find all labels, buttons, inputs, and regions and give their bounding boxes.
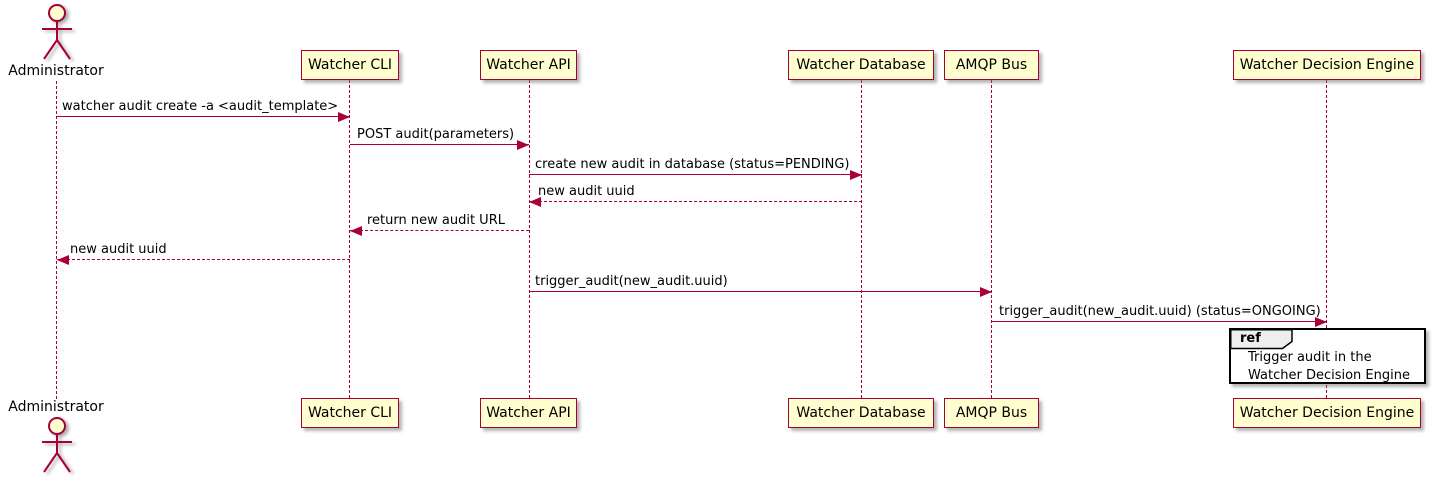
lifeline-watcher-database <box>861 80 862 398</box>
participant-watcher-database-bottom: Watcher Database <box>788 398 934 428</box>
arrowhead <box>850 169 862 180</box>
message-line <box>529 201 862 202</box>
participant-watcher-cli-bottom: Watcher CLI <box>301 398 399 428</box>
participant-watcher-cli-top: Watcher CLI <box>301 50 399 80</box>
message-line <box>350 230 529 231</box>
ref-text-line-2: Watcher Decision Engine <box>1248 368 1410 383</box>
message-4-label: new audit uuid <box>538 184 635 199</box>
participant-label: AMQP Bus <box>955 57 1028 73</box>
message-line <box>529 174 862 175</box>
message-line <box>57 259 350 260</box>
participant-watcher-api-top: Watcher API <box>480 50 577 80</box>
arrowhead <box>350 225 362 236</box>
lifeline-amqp-bus <box>991 80 992 398</box>
arrowhead <box>980 286 992 297</box>
message-6-label: new audit uuid <box>70 242 167 257</box>
ref-tab-shape <box>1230 329 1293 350</box>
participant-amqp-bus-bottom: AMQP Bus <box>944 398 1039 428</box>
participant-watcher-decision-engine-bottom: Watcher Decision Engine <box>1233 398 1421 428</box>
arrowhead <box>517 139 529 150</box>
participant-label: Watcher Decision Engine <box>1239 405 1415 421</box>
lifeline-watcher-api <box>529 80 530 398</box>
lifeline-watcher-cli <box>349 80 350 398</box>
message-line <box>57 116 350 117</box>
participant-watcher-database-top: Watcher Database <box>788 50 934 80</box>
message-7-label: trigger_audit(new_audit.uuid) <box>535 274 728 289</box>
participant-label: Watcher CLI <box>307 405 393 421</box>
ref-text: Trigger audit in the Watcher Decision En… <box>1248 349 1410 385</box>
arrowhead <box>57 254 69 265</box>
message-2-label: POST audit(parameters) <box>357 127 515 142</box>
ref-keyword: ref <box>1240 331 1261 346</box>
ref-text-line-1: Trigger audit in the <box>1248 350 1372 365</box>
participant-watcher-decision-engine-top: Watcher Decision Engine <box>1233 50 1421 80</box>
lifeline-watcher-decision-engine <box>1326 80 1327 398</box>
participant-label: Watcher API <box>486 405 571 421</box>
message-line <box>992 321 1327 322</box>
message-line <box>529 291 992 292</box>
message-line <box>350 144 529 145</box>
arrowhead <box>1315 316 1327 327</box>
participant-label: Watcher Decision Engine <box>1239 57 1415 73</box>
administrator-actor-icon-bottom <box>42 417 72 473</box>
participant-label: Watcher API <box>486 57 571 73</box>
message-5-label: return new audit URL <box>367 213 505 228</box>
participant-label: Watcher CLI <box>307 57 393 73</box>
actor-label-administrator-bottom: Administrator <box>8 399 104 415</box>
lifeline-administrator <box>56 81 57 399</box>
participant-label: Watcher Database <box>796 405 926 421</box>
participant-watcher-api-bottom: Watcher API <box>480 398 577 428</box>
ref-fragment: ref Trigger audit in the Watcher Decisio… <box>1229 328 1426 384</box>
arrowhead <box>338 111 350 122</box>
message-8-label: trigger_audit(new_audit.uuid) (status=ON… <box>999 304 1321 319</box>
message-1-label: watcher audit create -a <audit_template> <box>62 99 339 114</box>
administrator-actor-icon <box>42 4 72 60</box>
participant-label: AMQP Bus <box>955 405 1028 421</box>
arrowhead <box>529 196 541 207</box>
message-3-label: create new audit in database (status=PEN… <box>535 157 850 172</box>
participant-amqp-bus-top: AMQP Bus <box>944 50 1039 80</box>
participant-label: Watcher Database <box>796 57 926 73</box>
actor-label-administrator-top: Administrator <box>8 63 104 79</box>
